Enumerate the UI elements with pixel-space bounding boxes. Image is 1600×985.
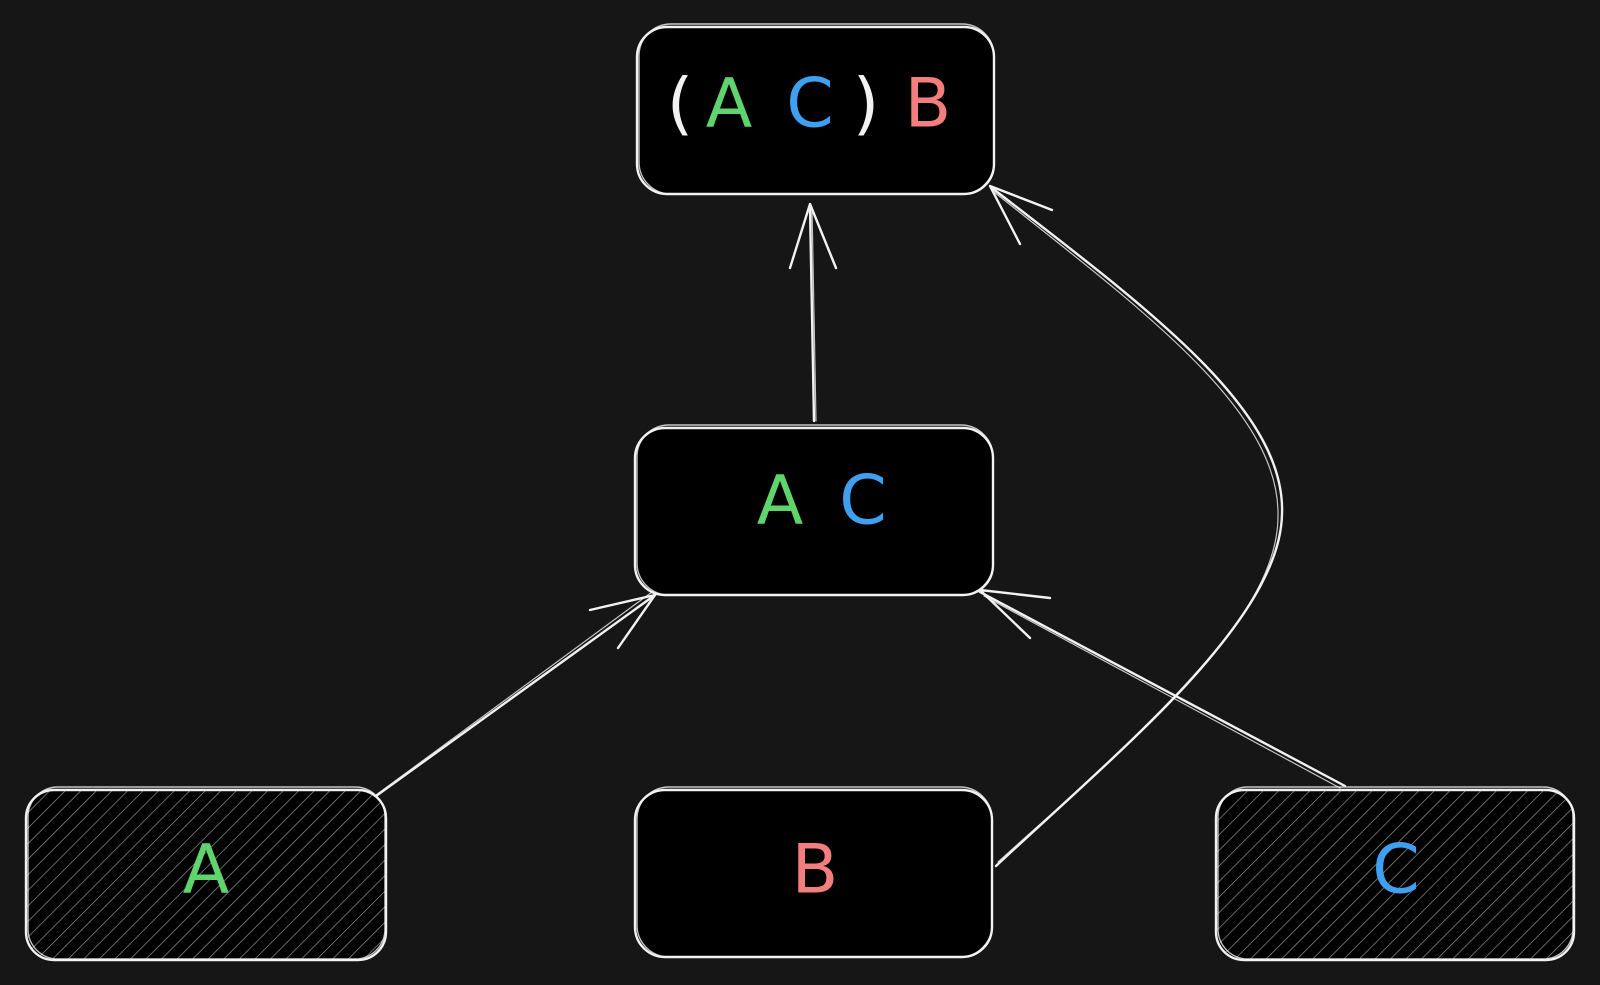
arrowhead-ac-to-top	[788, 202, 838, 270]
edge-a-to-ac-sketch	[371, 591, 653, 799]
node-c-label: C	[1372, 831, 1419, 910]
node-a-box-sketch	[27, 786, 386, 960]
arrowhead-a-to-ac	[588, 593, 657, 650]
edge-c-to-ac-sketch	[983, 595, 1341, 789]
node-a-label: A	[183, 831, 230, 910]
node-acb-label-b: B	[905, 65, 952, 144]
node-acb: ( A C ) B	[635, 23, 996, 196]
edge-b-to-top	[990, 186, 1284, 868]
edge-ac-to-top-sketch	[811, 207, 817, 422]
close-paren: )	[853, 65, 880, 144]
node-c: C	[1214, 786, 1576, 962]
edge-ac-to-top	[808, 204, 816, 423]
node-acb-label-a: A	[706, 65, 753, 144]
edge-a-to-ac	[374, 593, 657, 798]
node-ac: A C	[633, 424, 995, 597]
node-b-label: B	[792, 831, 839, 910]
node-a: A	[24, 786, 388, 962]
edge-b-to-top-sketch	[993, 191, 1279, 863]
node-acb-box-sketch	[638, 23, 995, 195]
node-c-box-sketch	[1217, 786, 1574, 960]
edge-c-to-ac	[978, 590, 1347, 788]
node-ac-box-sketch	[636, 424, 994, 596]
node-b-box-sketch	[636, 786, 993, 958]
node-c-hatch	[1216, 790, 1574, 960]
node-ac-label-c: C	[839, 462, 886, 541]
node-b: B	[633, 786, 994, 959]
node-ac-label-a: A	[757, 462, 804, 541]
node-ac-box	[633, 426, 995, 597]
open-paren: (	[667, 65, 694, 144]
node-a-hatch	[26, 790, 386, 960]
node-acb-label-c: C	[786, 65, 833, 144]
arrowhead-b-to-top	[988, 184, 1054, 246]
